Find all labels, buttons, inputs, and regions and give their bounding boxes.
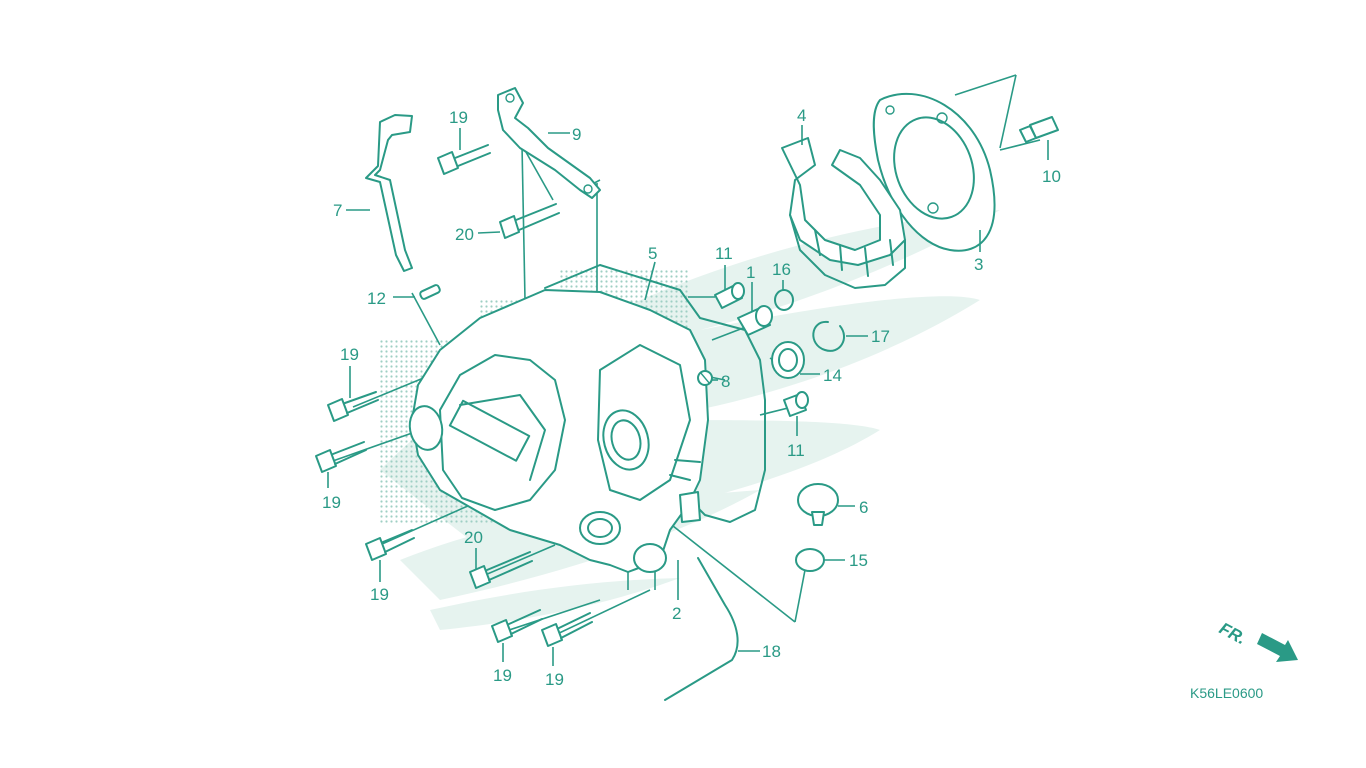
part-12-pin [419, 284, 441, 300]
callout-19: 19 [545, 670, 564, 689]
callout-16: 16 [772, 260, 791, 279]
callout-20: 20 [464, 528, 483, 547]
part-11-dowel-lower [783, 391, 809, 417]
part-8-plug [697, 370, 713, 386]
bolt-20-lower [469, 551, 533, 589]
callout-19: 19 [340, 345, 359, 364]
callout-ticks [327, 125, 1049, 666]
part-10-bolt [1019, 116, 1059, 143]
bolt-19-left-3 [365, 529, 415, 561]
bolt-set [315, 144, 593, 647]
callout-7: 7 [333, 201, 342, 220]
callout-5: 5 [648, 244, 657, 263]
bolt-19-bottom-2 [541, 612, 593, 647]
callout-labels: 19 9 7 20 5 11 1 16 12 4 10 3 17 19 8 14… [322, 106, 1061, 689]
part-3-plate [872, 92, 996, 252]
callout-4: 4 [797, 106, 806, 125]
callout-19: 19 [493, 666, 512, 685]
callout-11: 11 [715, 244, 733, 263]
part-17-circlip [812, 320, 845, 352]
part-4-clutch-shoe [781, 137, 906, 289]
front-direction-arrow-icon [1257, 633, 1298, 662]
callout-11: 11 [787, 441, 805, 460]
part-6-filler-cap [797, 483, 839, 526]
bolt-20-upper [499, 203, 560, 239]
callout-12: 12 [367, 289, 386, 308]
part-9-bracket [497, 87, 601, 199]
callout-6: 6 [859, 498, 868, 517]
part-15-o-ring [795, 548, 825, 572]
front-direction-marker: FR. [1216, 619, 1298, 662]
callout-8: 8 [721, 372, 730, 391]
bolt-19-bottom-1 [491, 609, 543, 643]
bolt-19-top [437, 144, 491, 175]
callout-14: 14 [823, 366, 842, 385]
callout-17: 17 [871, 327, 890, 346]
callout-9: 9 [572, 125, 581, 144]
main-crankcase-cover [408, 289, 709, 573]
part-14-bearing [771, 341, 805, 379]
part-7-shaft [365, 114, 413, 272]
part-18-hose [664, 557, 739, 701]
bolt-19-left-1 [327, 391, 379, 422]
callout-20: 20 [455, 225, 474, 244]
callout-19: 19 [322, 493, 341, 512]
callout-19: 19 [370, 585, 389, 604]
bolt-19-left-2 [315, 441, 367, 473]
part-16-o-ring [774, 289, 794, 311]
drawing-code: K56LE0600 [1190, 685, 1263, 701]
callout-15: 15 [849, 551, 868, 570]
callout-3: 3 [974, 255, 983, 274]
callout-18: 18 [762, 642, 781, 661]
callout-1: 1 [746, 263, 755, 282]
callout-2: 2 [672, 604, 681, 623]
callout-10: 10 [1042, 167, 1061, 186]
part-11-dowel-upper [714, 282, 745, 309]
callout-19: 19 [449, 108, 468, 127]
part-5-gasket [544, 264, 766, 523]
front-label: FR. [1216, 619, 1249, 649]
